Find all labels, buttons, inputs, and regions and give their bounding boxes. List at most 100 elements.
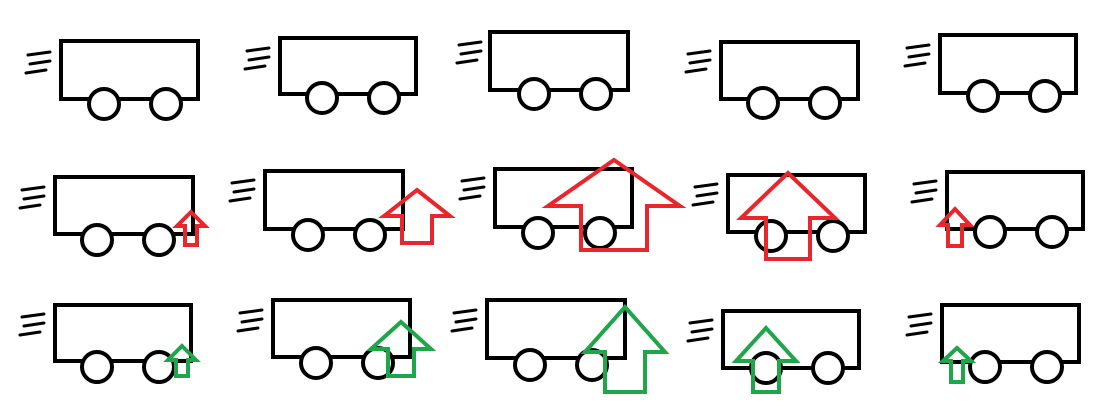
panel-green-arrow-5 — [905, 303, 1081, 384]
cart-body — [945, 170, 1085, 231]
cart-wheel-front — [583, 216, 617, 250]
cart-wheel-rear — [80, 223, 114, 257]
cart-body — [726, 173, 867, 234]
speed-lines-icon — [228, 178, 256, 203]
speed-line — [245, 46, 271, 53]
speed-line — [230, 178, 256, 185]
speed-lines-icon — [455, 40, 483, 65]
speed-lines-icon — [691, 182, 719, 207]
speed-line — [910, 197, 934, 204]
speed-line — [20, 312, 46, 319]
speed-line — [905, 330, 929, 337]
cart-wheel-rear — [305, 81, 339, 115]
speed-lines-icon — [236, 308, 264, 333]
speed-line — [450, 326, 474, 333]
speed-line — [903, 61, 927, 68]
cart-wheel-front — [575, 348, 609, 382]
up-arrow-icon — [736, 170, 840, 261]
speed-line — [232, 187, 256, 194]
cart-body — [940, 303, 1081, 364]
speed-line — [452, 308, 478, 315]
speed-lines-icon — [458, 176, 486, 201]
cart-body — [938, 33, 1078, 95]
cart-body — [53, 303, 193, 363]
cart-wheel-rear — [80, 350, 114, 384]
speed-lines-icon — [910, 179, 938, 204]
panel-no-arrow-5 — [903, 33, 1078, 113]
speed-line — [24, 68, 48, 75]
cart-wheel-rear — [291, 218, 325, 252]
cart-body — [278, 36, 418, 96]
up-arrow-icon — [731, 325, 801, 394]
speed-lines-icon — [18, 185, 46, 210]
speed-lines-icon — [903, 43, 931, 68]
cart-wheel-front — [142, 223, 176, 257]
speed-line — [457, 40, 483, 47]
panel-no-arrow-4 — [684, 40, 860, 120]
cart-wheel-rear — [299, 346, 333, 380]
speed-line — [455, 58, 479, 65]
cart-body — [488, 30, 630, 92]
speed-line — [684, 67, 708, 74]
speed-line — [459, 49, 483, 56]
speed-line — [691, 200, 715, 207]
cart-wheel-front — [149, 87, 183, 121]
speed-line — [688, 318, 714, 325]
cart-wheel-rear — [517, 77, 551, 111]
speed-line — [18, 203, 42, 210]
cart-wheel-rear — [973, 215, 1007, 249]
speed-line — [695, 191, 719, 198]
up-arrow-icon — [541, 157, 687, 252]
speed-line — [243, 64, 267, 71]
up-arrow-icon — [580, 303, 670, 394]
cart-wheel-rear — [513, 348, 547, 382]
speed-line — [20, 185, 46, 192]
cart-body — [721, 309, 861, 370]
cart-wheel-rear — [746, 86, 780, 120]
speed-line — [693, 182, 719, 189]
cart-wheel-front — [353, 218, 387, 252]
speed-line — [458, 194, 482, 201]
cart-wheel-front — [808, 86, 842, 120]
cart-wheel-rear — [87, 87, 121, 121]
speed-line — [460, 176, 486, 183]
speed-line — [690, 327, 714, 334]
up-arrow-icon — [937, 345, 977, 384]
panel-green-arrow-3 — [450, 298, 670, 394]
cart-wheel-rear — [968, 350, 1002, 384]
speed-line — [236, 326, 260, 333]
cart-wheel-front — [816, 219, 850, 253]
cart-wheel-front — [1028, 79, 1062, 113]
speed-line — [907, 52, 931, 59]
panel-red-arrow-2 — [228, 169, 456, 252]
speed-line — [912, 179, 938, 186]
panel-red-arrow-5 — [910, 170, 1085, 249]
speed-line — [454, 317, 478, 324]
speed-line — [28, 59, 52, 66]
cart-wheel-rear — [966, 79, 1000, 113]
up-arrow-icon — [365, 319, 437, 378]
cart-body — [59, 39, 200, 101]
panel-green-arrow-4 — [686, 309, 861, 394]
speed-line — [22, 321, 46, 328]
speed-line — [26, 50, 52, 57]
cart-body — [493, 167, 634, 229]
panel-no-arrow-1 — [24, 39, 200, 121]
cart-wheel-front — [579, 77, 613, 111]
speed-line — [686, 49, 712, 56]
cart-wheel-front — [811, 351, 845, 385]
panel-green-arrow-1 — [18, 303, 201, 384]
cart-wheel-front — [1030, 350, 1064, 384]
speed-line — [240, 317, 264, 324]
cart-wheel-front — [367, 81, 401, 115]
speed-line — [686, 336, 710, 343]
speed-line — [688, 58, 712, 65]
panel-red-arrow-1 — [18, 175, 210, 257]
cart-body — [719, 40, 860, 101]
speed-line — [907, 312, 933, 319]
cart-wheel-rear — [521, 216, 555, 250]
up-arrow-icon — [378, 187, 456, 245]
panel-red-arrow-4 — [691, 170, 867, 261]
